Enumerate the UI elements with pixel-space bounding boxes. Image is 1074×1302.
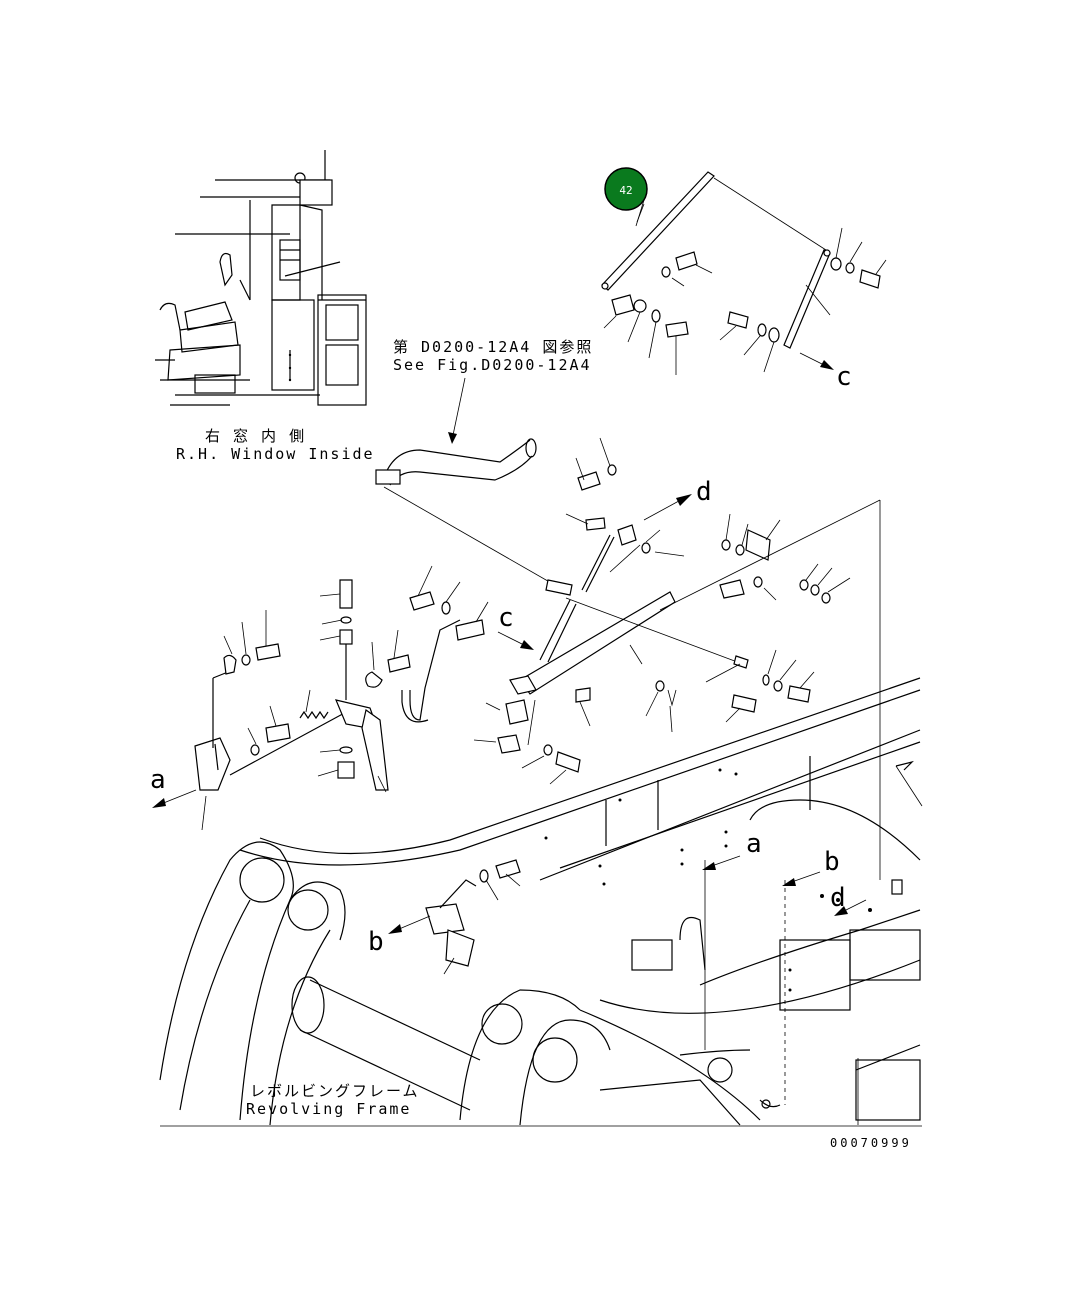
arrow-letter-d2: d: [830, 883, 846, 913]
left-bracket-assembly: [152, 579, 389, 831]
cab-inset-drawing: [155, 150, 367, 406]
arrow-letter-b1: b: [368, 927, 384, 957]
lever-mechanism: [473, 437, 851, 785]
hose-assembly: [375, 438, 561, 589]
frame-label-en: Revolving Frame: [246, 1100, 411, 1118]
frame-label-jp: レボルビングフレーム: [250, 1082, 420, 1100]
arrow-letter-c1: c: [836, 362, 852, 392]
arrow-letter-b2: b: [824, 847, 840, 877]
reference-note-jp: 第 D0200-12A4 図参照: [393, 338, 593, 356]
callout-42-number: 42: [619, 184, 632, 197]
inset-caption-en: R.H. Window Inside: [176, 445, 375, 463]
inset-caption-jp: 右 窓 内 側: [205, 427, 306, 445]
reference-leader: [451, 377, 466, 441]
callout-leader: [636, 203, 645, 223]
arrow-letter-c2: c: [498, 603, 514, 633]
arrow-letter-a2: a: [746, 829, 762, 859]
reference-arrowhead: [448, 432, 457, 444]
reference-note-en: See Fig.D0200-12A4: [393, 356, 592, 374]
drawing-number: 00070999: [830, 1136, 912, 1150]
callout-42-badge: [604, 167, 648, 211]
arrow-letter-a1: a: [150, 765, 166, 795]
arrow-letter-d1: d: [696, 477, 712, 507]
rod-assembly: [601, 171, 887, 375]
pipe-bracket: [365, 565, 489, 723]
revolving-frame-drawing: [159, 499, 923, 1126]
